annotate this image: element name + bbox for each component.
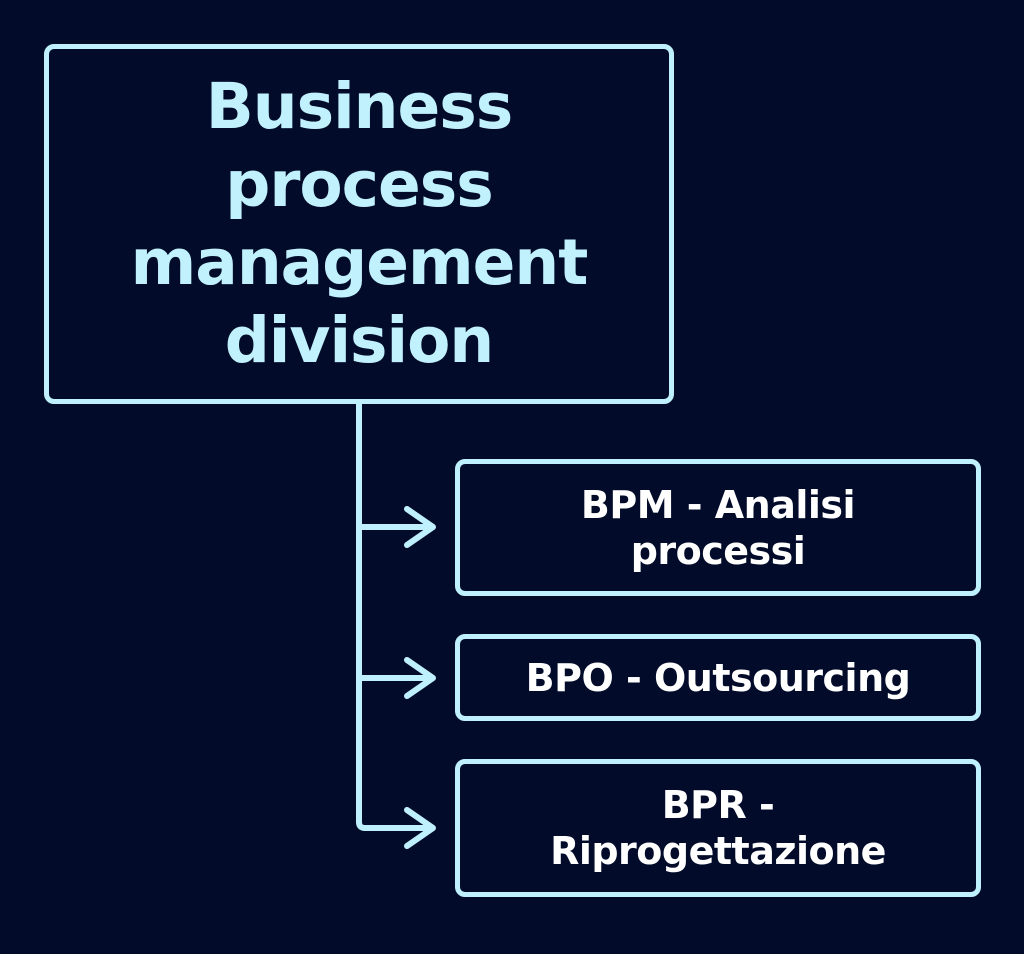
child-node-bpr: BPR - Riprogettazione — [455, 759, 981, 897]
trunk-line — [356, 401, 378, 831]
arrowhead-3 — [404, 807, 436, 849]
child-node-label: BPR - Riprogettazione — [550, 783, 886, 873]
root-node: Business process management division — [44, 44, 674, 404]
child-node-label: BPM - Analisi processi — [580, 482, 856, 573]
child-node-bpm: BPM - Analisi processi — [455, 459, 981, 596]
child-node-bpo: BPO - Outsourcing — [455, 634, 981, 721]
child-node-label: BPO - Outsourcing — [525, 655, 911, 700]
arrowhead-1 — [404, 506, 436, 548]
arrowhead-2 — [404, 657, 436, 699]
root-node-label: Business process management division — [130, 70, 589, 377]
